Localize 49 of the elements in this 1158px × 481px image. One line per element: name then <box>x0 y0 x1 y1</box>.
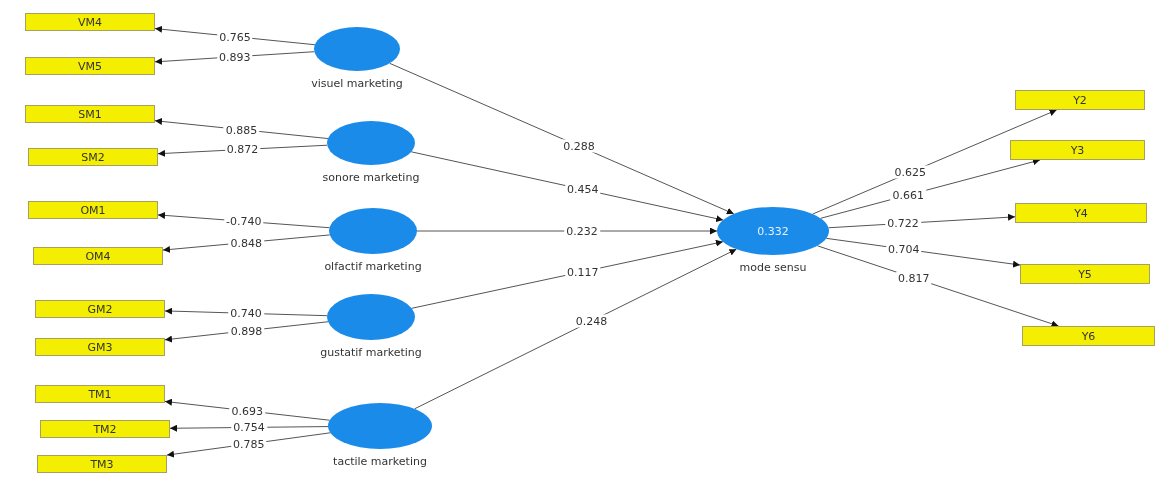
edge-label: 0.693 <box>229 404 266 418</box>
edge-label: 0.817 <box>895 271 932 285</box>
indicator-box: OM1 <box>28 201 158 219</box>
indicator-box: VM5 <box>25 57 155 75</box>
indicator-box: VM4 <box>25 13 155 31</box>
edge-label: -0.740 <box>224 214 264 228</box>
construct-label: sonore marketing <box>322 171 420 184</box>
construct-label: tactile marketing <box>333 455 427 468</box>
edge-label: 0.625 <box>892 165 928 179</box>
arrow <box>389 62 735 215</box>
edge-label: 0.117 <box>565 265 601 279</box>
indicator-box: Y3 <box>1010 140 1145 160</box>
arrow <box>410 151 724 222</box>
indicator-box: Y4 <box>1015 203 1147 223</box>
edge-label: 0.248 <box>573 314 610 328</box>
arrow <box>414 248 737 410</box>
arrow <box>411 239 724 309</box>
indicator-box: Y6 <box>1022 326 1155 346</box>
construct-label: mode sensu <box>739 261 807 274</box>
edge-label: 0.754 <box>231 420 267 434</box>
indicator-box: GM3 <box>35 338 165 356</box>
edge-label: 0.893 <box>216 50 253 64</box>
indicator-box: OM4 <box>33 247 163 265</box>
edge-label: 0.722 <box>885 216 921 230</box>
r-squared-value: 0.332 <box>757 224 789 238</box>
edge-label: 0.661 <box>890 188 927 202</box>
edge-label: 0.765 <box>217 30 253 44</box>
edge-label: 0.454 <box>565 182 601 196</box>
indicator-box: TM2 <box>40 420 170 438</box>
edge-label: 0.740 <box>228 306 264 320</box>
edge-label: 0.785 <box>230 437 267 451</box>
construct-label: gustatif marketing <box>320 346 422 359</box>
indicator-box: GM2 <box>35 300 165 318</box>
edge-label: 0.288 <box>561 139 597 153</box>
edge-label: 0.848 <box>228 236 265 249</box>
indicator-box: Y5 <box>1020 264 1150 284</box>
edge-label: 0.704 <box>886 242 922 256</box>
edge-label: 0.232 <box>564 224 600 238</box>
arrow <box>416 227 718 235</box>
indicator-box: SM2 <box>28 148 158 166</box>
indicator-box: SM1 <box>25 105 155 123</box>
edge-label: 0.885 <box>223 123 260 137</box>
construct-label: olfactif marketing <box>324 260 422 273</box>
indicator-box: TM1 <box>35 385 165 403</box>
construct-label: visuel marketing <box>311 77 403 90</box>
edge-label: 0.898 <box>228 324 265 338</box>
edge-label: 0.872 <box>224 142 261 156</box>
indicator-box: TM3 <box>37 455 167 473</box>
indicator-box: Y2 <box>1015 90 1145 110</box>
